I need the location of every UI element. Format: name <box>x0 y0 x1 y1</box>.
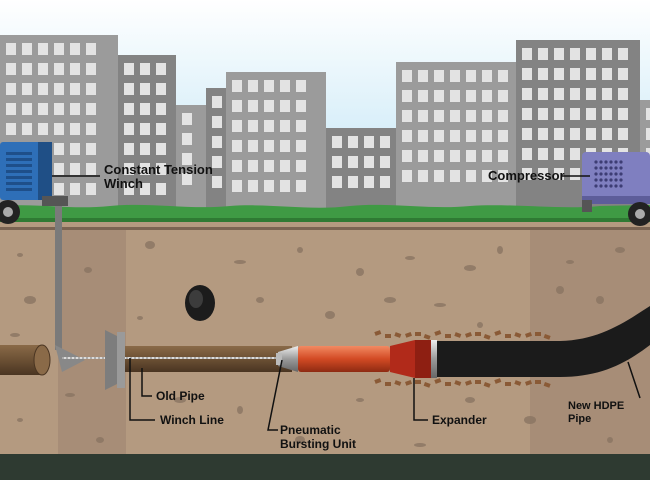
label-old-pipe: Old Pipe <box>156 389 205 403</box>
soil-stones <box>10 241 625 447</box>
bursting-unit <box>276 346 390 372</box>
winch-machine <box>0 142 68 224</box>
label-bursting-unit: Pneumatic Bursting Unit <box>280 423 356 451</box>
old-pipe-section-left <box>0 344 51 376</box>
grass-edge <box>0 218 650 222</box>
label-winch-line: Winch Line <box>160 413 224 427</box>
expander <box>390 340 437 378</box>
compressor-machine <box>582 152 650 226</box>
existing-utility-pipe <box>185 285 215 321</box>
label-compressor: Compressor <box>488 168 565 183</box>
label-expander: Expander <box>432 413 487 427</box>
winch-cable <box>55 200 300 372</box>
pipe-fragments <box>374 330 551 388</box>
pit-top-edge <box>0 227 650 230</box>
bedrock-band <box>0 454 650 480</box>
leader-lines <box>52 175 641 431</box>
label-new-pipe: New HDPE Pipe <box>568 400 625 425</box>
label-winch: Constant Tension Winch <box>104 162 213 191</box>
building <box>226 72 326 215</box>
new-hdpe-pipe <box>437 306 650 377</box>
pit-bracket <box>105 330 125 390</box>
city-skyline <box>0 35 650 215</box>
grass-strip <box>0 204 650 222</box>
